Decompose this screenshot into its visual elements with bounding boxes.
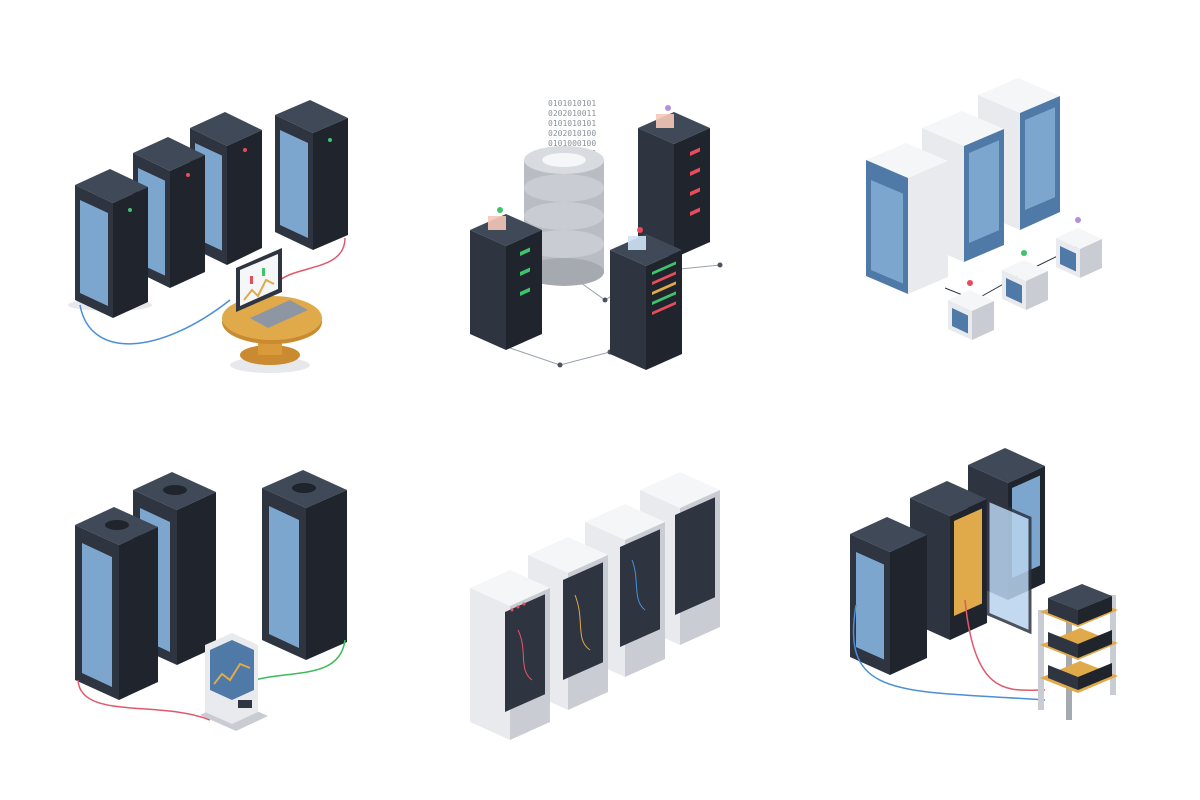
- network-cable: [77, 679, 211, 721]
- server-rack: [75, 169, 148, 318]
- binary-line: 0101010101: [548, 99, 596, 108]
- terminal-kiosk-icon: [200, 633, 268, 731]
- network-cable: [254, 639, 346, 681]
- server-cabinet: [262, 470, 347, 660]
- scene-light-servers-nodes: [866, 78, 1102, 340]
- server-rack: [470, 207, 542, 350]
- server-rack: [866, 143, 948, 294]
- network-cable: [964, 599, 1046, 692]
- scene-light-server-rows: [470, 472, 720, 740]
- binary-line: 0202010011: [548, 109, 596, 118]
- network-cable: [79, 299, 231, 345]
- server-rack: [850, 517, 927, 675]
- server-rack: [133, 137, 205, 288]
- server-rack: [275, 100, 348, 250]
- scene-server-room-open-rack: [850, 448, 1118, 720]
- scene-server-racks-with-desk: [68, 100, 348, 373]
- server-rack: [978, 78, 1060, 230]
- scene-database-servers: 0101010101 0202010011 0101010101 0202010…: [470, 99, 723, 370]
- network-cable: [279, 237, 346, 281]
- server-rack: [610, 227, 682, 370]
- scene-dark-cabinets-terminal: [75, 470, 347, 731]
- binary-line: 0101010101: [548, 119, 596, 128]
- server-rack: [638, 105, 710, 258]
- network-node: [948, 280, 994, 340]
- monitor-icon: [236, 248, 282, 312]
- server-rack: [470, 570, 550, 740]
- network-node: [1002, 250, 1048, 310]
- glass-door: [986, 497, 1032, 635]
- network-node: [1056, 217, 1102, 278]
- binary-line: 0202010100: [548, 129, 596, 138]
- open-rack-shelf: [1038, 584, 1118, 720]
- server-cabinet: [75, 507, 158, 700]
- server-rack: [190, 112, 262, 265]
- keyboard-icon: [250, 300, 308, 328]
- binary-line: 0101000100: [548, 139, 596, 148]
- network-cable: [852, 604, 1046, 701]
